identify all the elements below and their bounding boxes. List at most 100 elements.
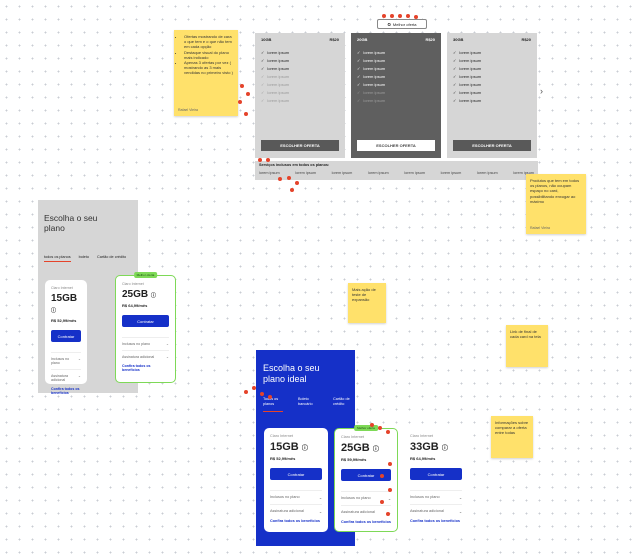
comment-marker[interactable] [380, 500, 384, 504]
card-price: R$ 52,99/mês [51, 318, 77, 323]
benefits-link[interactable]: Confira todos os benefícios [51, 387, 80, 395]
feature-row: ✓lorem ipsum [261, 73, 290, 79]
feature-row: ✓lorem ipsum [357, 89, 386, 95]
contract-button[interactable]: Contratar [410, 468, 462, 480]
benefits-link[interactable]: Confira todos os benefícios [122, 364, 151, 372]
card-label: Claro Internet [270, 434, 294, 438]
plan-card-25gb[interactable]: Melhor oferta Claro Internet 25GB ⓘ R$ 6… [115, 272, 176, 383]
comment-marker[interactable] [390, 14, 394, 18]
plan-price: R$20 [329, 37, 339, 42]
comment-marker[interactable] [238, 100, 242, 104]
feature-row: ✓lorem ipsum [261, 65, 290, 71]
tab-all-plans[interactable]: todos os planos [44, 255, 71, 262]
comment-marker[interactable] [260, 392, 264, 396]
contract-button[interactable]: Contratar [270, 468, 322, 480]
sticky-note-expansion[interactable]: Mais ação de teste de expansão [348, 283, 386, 323]
comment-marker[interactable] [386, 512, 390, 516]
tab-credit-card[interactable]: Cartão de crédito [96, 255, 127, 259]
choose-offer-button[interactable]: ESCOLHER OFERTA [453, 140, 531, 151]
chevron-down-icon: ⌄ [165, 355, 169, 359]
desktop-plan-card-33gb[interactable]: Claro Internet 33GB ⓘ R$ 64,99/mês Contr… [404, 428, 468, 532]
expander-included[interactable]: Inclusos no plano⌄ [341, 491, 391, 501]
expander-addon[interactable]: Assinatura adicional⌄ [122, 350, 169, 359]
expander-included[interactable]: Inclusos no plano⌄ [122, 337, 169, 346]
sticky-note-compare[interactable]: Informações sobre comparar a oferta entr… [491, 416, 533, 458]
expander-included[interactable]: Inclusos no plano⌄ [51, 352, 81, 365]
info-icon: ⓘ [51, 308, 57, 314]
comment-marker[interactable] [386, 430, 390, 434]
comment-marker[interactable] [382, 14, 386, 18]
plan-name: 30GB [453, 37, 464, 42]
feature-row: ✓lorem ipsum [453, 89, 482, 95]
next-arrow-icon[interactable]: › [540, 86, 543, 96]
benefits-link[interactable]: Confira todos os benefícios [270, 519, 320, 523]
tab-credit-card[interactable]: Cartão de crédito [333, 397, 350, 406]
feature-row: ✓lorem ipsum [453, 97, 482, 103]
contract-button[interactable]: Contratar [122, 315, 169, 327]
comment-marker[interactable] [278, 177, 282, 181]
best-offer-badge: Melhor oferta [354, 425, 378, 431]
check-icon: ✓ [357, 81, 361, 87]
card-gb: 15GB ⓘ [51, 293, 78, 314]
card-gb: 33GB ⓘ [410, 441, 448, 453]
plan-card-15gb[interactable]: Claro Internet 15GB ⓘ R$ 52,99/mês Contr… [45, 280, 87, 395]
comment-marker[interactable] [370, 423, 374, 427]
tab-boleto[interactable]: boleto [78, 255, 89, 259]
comment-marker[interactable] [268, 395, 272, 399]
comment-marker[interactable] [388, 488, 392, 492]
comment-marker[interactable] [406, 14, 410, 18]
desktop-plan-card-15gb[interactable]: Claro Internet 15GB ⓘ R$ 52,99/mês Contr… [264, 428, 328, 532]
comment-marker[interactable] [244, 112, 248, 116]
comment-marker[interactable] [414, 15, 418, 19]
expander-included[interactable]: Inclusos no plano⌄ [270, 490, 322, 500]
comment-marker[interactable] [246, 92, 250, 96]
card-price: R$ 64,99/mês [410, 456, 436, 461]
comment-marker[interactable] [252, 386, 256, 390]
feature-row: ✓lorem ipsum [357, 81, 386, 87]
best-offer-selector[interactable]: ✪ Melhor oferta [377, 19, 427, 29]
comment-marker[interactable] [290, 188, 294, 192]
card-label: Claro Internet [341, 435, 365, 439]
desktop-tabs: Todos os planos Boleto bancário Cartão d… [263, 397, 353, 412]
desktop-plan-card-25gb[interactable]: Melhor oferta Claro Internet 25GB ⓘ R$ 5… [334, 425, 398, 532]
comment-marker[interactable] [266, 158, 270, 162]
tab-boleto[interactable]: Boleto bancário [298, 397, 313, 406]
expander-included[interactable]: Inclusos no plano⌄ [410, 490, 462, 500]
sticky-note-card-link[interactable]: Link de final de cada card na tela [506, 325, 548, 367]
benefits-link[interactable]: Confira todos os benefícios [410, 519, 460, 523]
check-icon: ✓ [261, 81, 265, 87]
card-label: Claro Internet [410, 434, 434, 438]
contract-button[interactable]: Contratar [51, 330, 81, 342]
feature-row: ✓lorem ipsum [357, 49, 386, 55]
page-title: Escolha o seu plano ideal [263, 363, 320, 384]
choose-offer-button[interactable]: ESCOLHER OFERTA [261, 140, 339, 151]
card-price: R$ 59,99/mês [341, 457, 367, 462]
check-icon: ✓ [261, 97, 265, 103]
sticky-note-services[interactable]: Produtos que tem em todos os planos, não… [526, 174, 586, 234]
check-icon: ✓ [357, 65, 361, 71]
comment-marker[interactable] [380, 474, 384, 478]
comment-marker[interactable] [378, 426, 382, 430]
benefits-link[interactable]: Confira todos os benefícios [341, 520, 391, 524]
comment-marker[interactable] [258, 158, 262, 162]
comment-marker[interactable] [398, 14, 402, 18]
sticky-author: Rafael Vieira [178, 107, 198, 112]
expander-addon[interactable]: Assinatura adicional⌄ [341, 505, 391, 515]
comment-marker[interactable] [240, 84, 244, 88]
tab-all-plans[interactable]: Todos os planos [263, 397, 283, 412]
comment-marker[interactable] [388, 462, 392, 466]
best-offer-badge: Melhor oferta [133, 272, 158, 278]
choose-offer-button[interactable]: ESCOLHER OFERTA [357, 140, 435, 151]
contract-button[interactable]: Contratar [341, 469, 391, 481]
expander-addon[interactable]: Assinatura adicional⌄ [51, 369, 81, 382]
comment-marker[interactable] [295, 181, 299, 185]
expander-addon[interactable]: Assinatura adicional⌄ [410, 504, 462, 514]
expander-addon[interactable]: Assinatura adicional⌄ [270, 504, 322, 514]
sticky-note-goals[interactable]: Ofertas mostrando de cara o que tem e o … [174, 30, 238, 116]
feature-row: ✓lorem ipsum [357, 97, 386, 103]
comment-marker[interactable] [287, 176, 291, 180]
comment-marker[interactable] [244, 390, 248, 394]
